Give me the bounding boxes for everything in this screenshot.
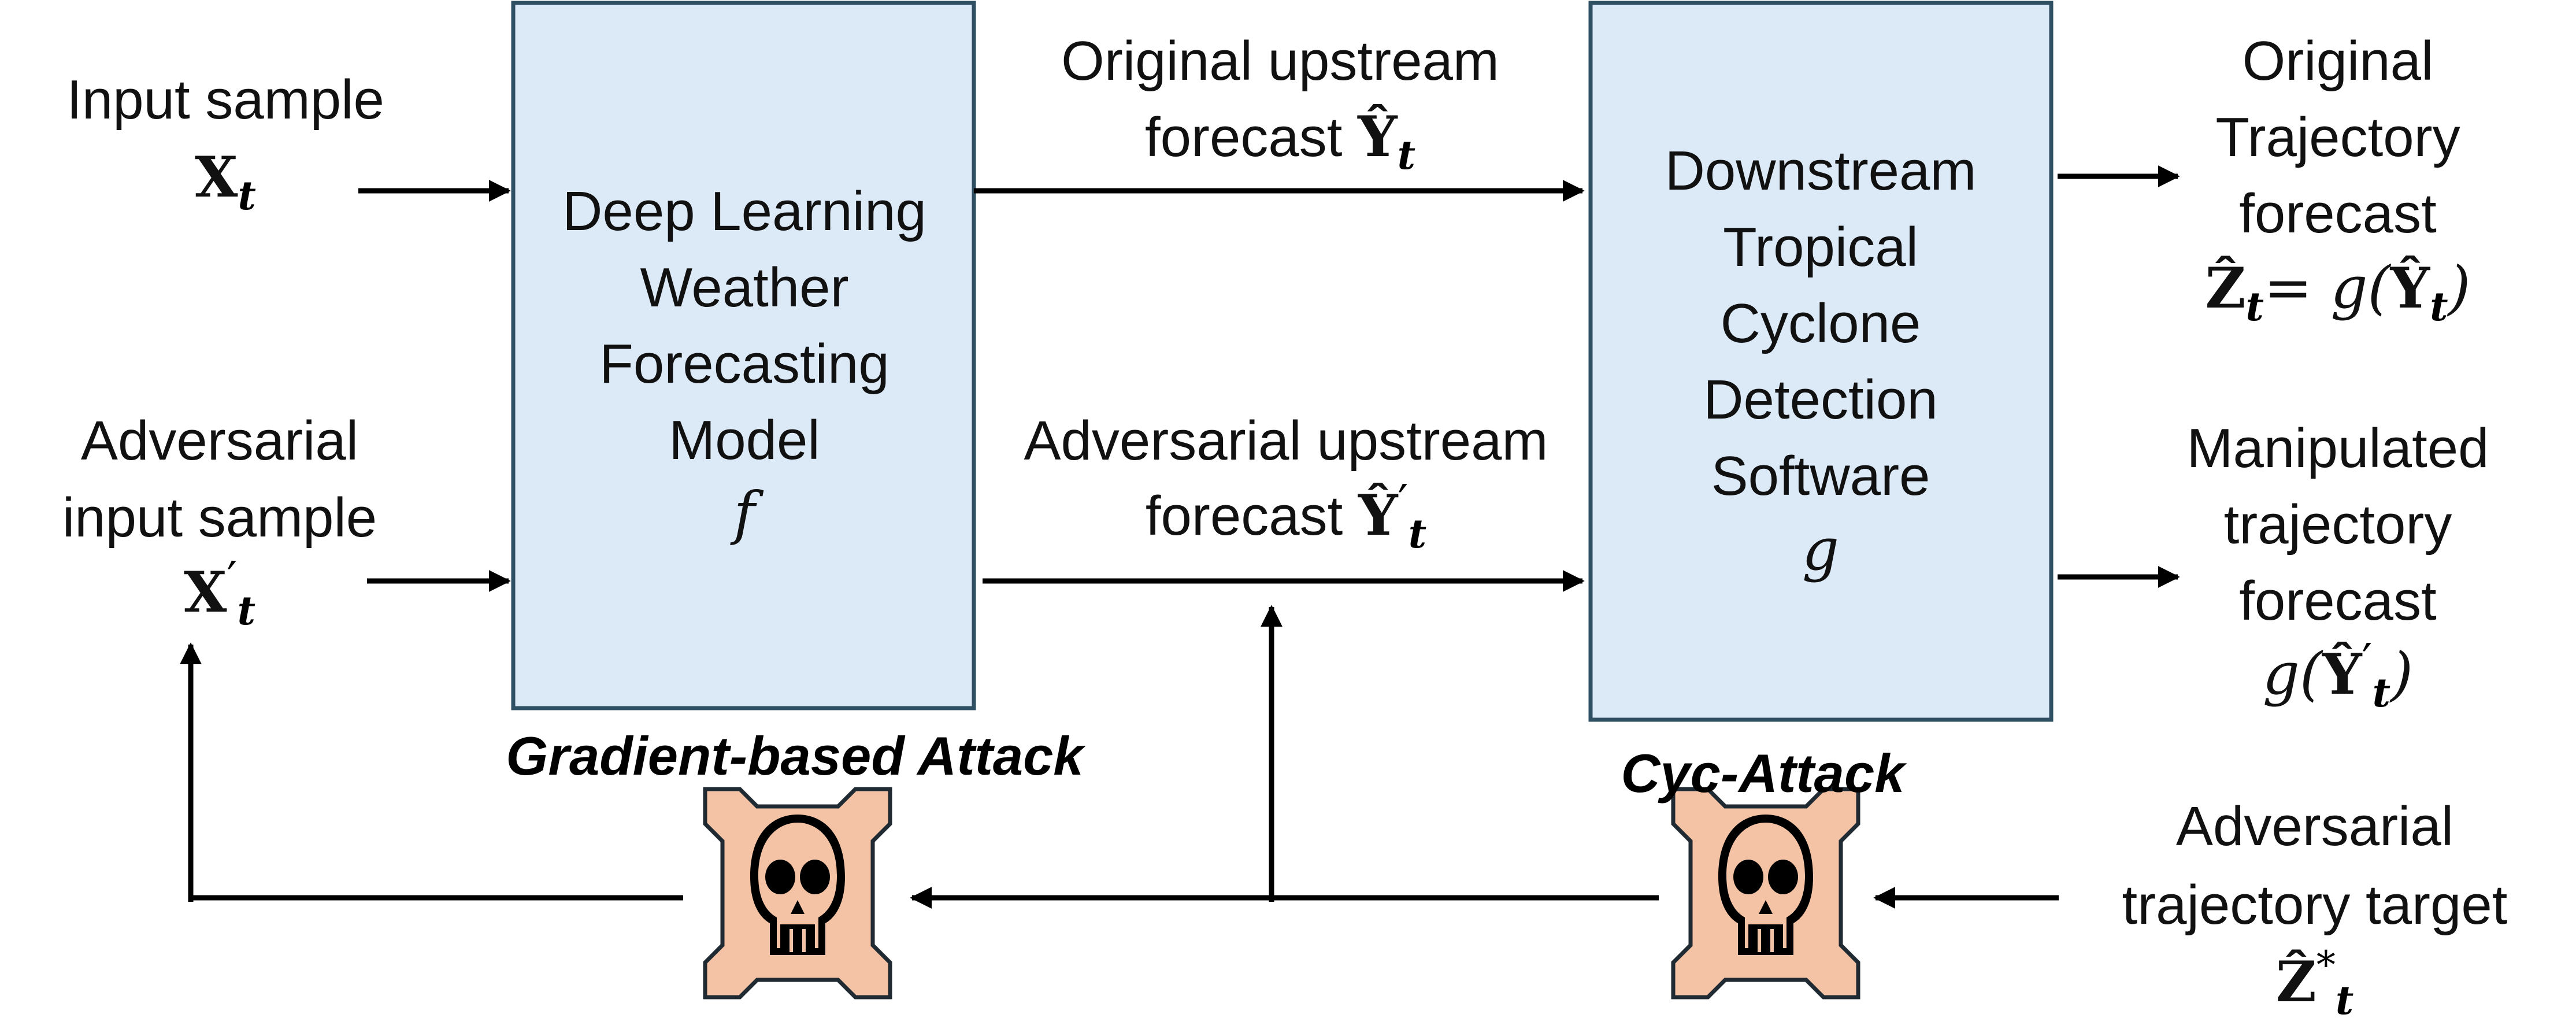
detector-box	[1588, 1, 2054, 722]
detector-line-4: Detection	[1703, 369, 1938, 431]
gradient-attack-label: Gradient-based Attack	[506, 726, 1086, 786]
detector-line-2: Tropical	[1723, 216, 1918, 278]
manipulated-trajectory-line-2: trajectory	[2224, 494, 2452, 556]
skull-icon	[1673, 789, 1858, 997]
detector-line-1: Downstream	[1665, 140, 1977, 202]
adversarial-upstream-label-1: Adversarial upstream	[1024, 410, 1548, 472]
adversarial-input-label-2: input sample	[62, 487, 377, 549]
detector-symbol: g	[1802, 516, 1839, 583]
original-trajectory-formula: Ẑt= g(Ŷt)	[2205, 254, 2470, 330]
detector-line-3: Cyclone	[1721, 293, 1921, 354]
manipulated-trajectory-line-1: Manipulated	[2186, 417, 2489, 479]
model-line-4: Model	[669, 409, 820, 471]
original-upstream-label-2: forecast Ŷt	[1145, 104, 1415, 179]
original-trajectory-line-3: forecast	[2239, 183, 2436, 245]
adversarial-input-label-1: Adversarial	[81, 410, 358, 472]
detector-line-5: Software	[1711, 445, 1930, 507]
input-sample-symbol: Xt	[195, 145, 256, 219]
adversarial-upstream-label-2: forecast Ŷ′t	[1146, 475, 1426, 557]
skull-icon	[705, 789, 890, 997]
target-symbol: Ẑ*t	[2276, 943, 2354, 1024]
model-box	[511, 1, 976, 710]
model-line-3: Forecasting	[599, 333, 889, 395]
original-trajectory-line-1: Original	[2243, 30, 2434, 92]
target-label-1: Adversarial	[2176, 795, 2453, 857]
original-trajectory-line-2: Trajectory	[2215, 106, 2460, 168]
input-sample-label: Input sample	[66, 69, 384, 131]
model-line-2: Weather	[640, 257, 848, 319]
model-line-1: Deep Learning	[562, 180, 926, 242]
adversarial-input-symbol: X′t	[184, 551, 255, 634]
manipulated-trajectory-line-3: forecast	[2239, 570, 2436, 632]
manipulated-trajectory-formula: g(Ŷ′t)	[2263, 634, 2413, 716]
original-upstream-label-1: Original upstream	[1061, 30, 1499, 92]
target-label-2: trajectory target	[2122, 874, 2508, 936]
cyc-attack-label: Cyc-Attack	[1621, 743, 1907, 804]
